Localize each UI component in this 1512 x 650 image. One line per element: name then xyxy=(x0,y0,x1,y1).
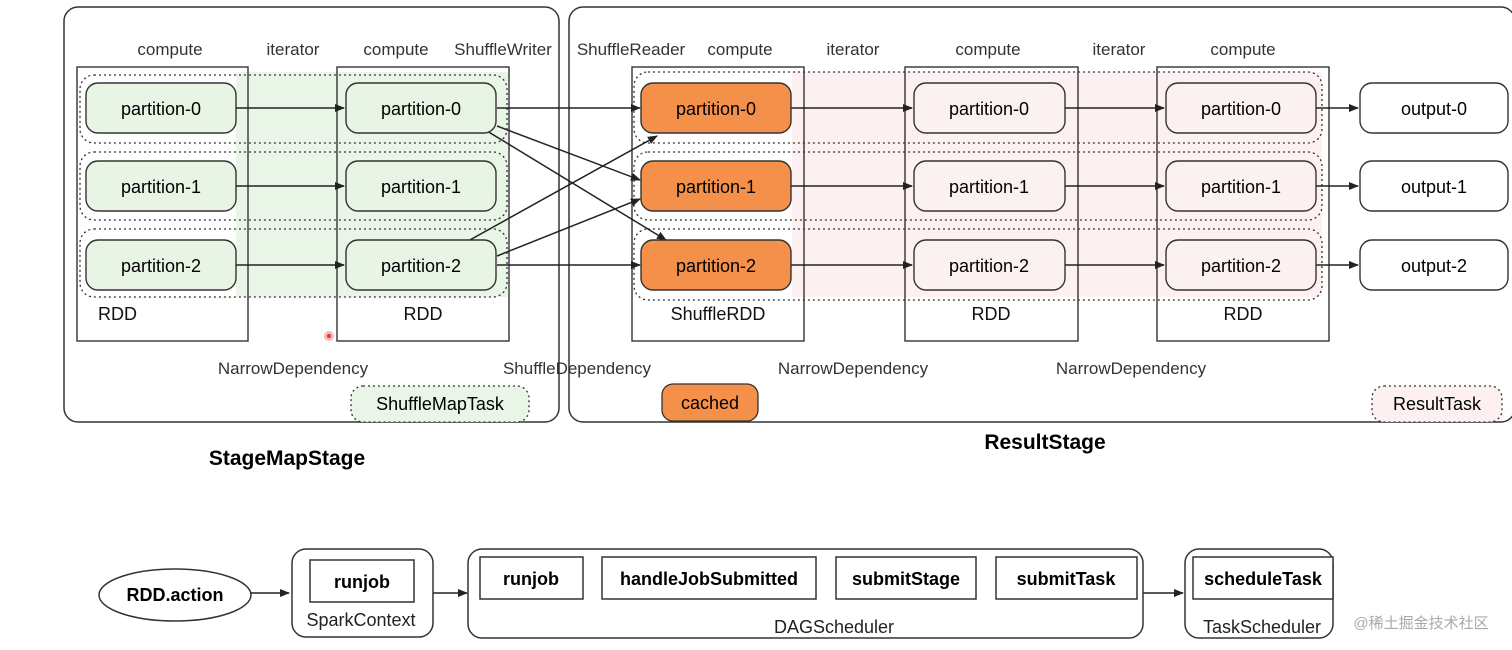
action-label: RDD.action xyxy=(126,585,223,605)
task-scheduler-box: scheduleTask TaskScheduler xyxy=(1184,548,1334,639)
runjob-method-box xyxy=(309,559,415,603)
output-node-1: output-1 xyxy=(1359,160,1509,212)
col-label-compute-4: compute xyxy=(955,40,1020,59)
output-label: output-0 xyxy=(1401,99,1467,119)
partition-label: partition-1 xyxy=(381,177,461,197)
rdd-box-3 xyxy=(904,66,1079,342)
partition-label: partition-1 xyxy=(676,177,756,197)
output-label: output-2 xyxy=(1401,256,1467,276)
partition-label: partition-2 xyxy=(121,256,201,276)
schedule-task-box xyxy=(1192,556,1334,600)
dag-method-runjob: runjob xyxy=(503,569,559,589)
narrow-dependency-label-1: NarrowDependency xyxy=(218,359,369,378)
partition-label: partition-0 xyxy=(949,99,1029,119)
narrow-dependency-label-3: NarrowDependency xyxy=(1056,359,1207,378)
action-node: RDD.action xyxy=(98,568,252,622)
rdd1-label: RDD xyxy=(98,304,137,324)
shuffle-dependency-label: ShuffleDependency xyxy=(503,359,652,378)
rdd2-label: RDD xyxy=(404,304,443,324)
rdd1-partition-1: partition-1 xyxy=(85,160,237,212)
rdd-box-2 xyxy=(336,66,510,342)
task-scheduler-method: scheduleTask xyxy=(1204,569,1323,589)
dag-scheduler-label: DAGScheduler xyxy=(774,617,894,637)
partition-label: partition-0 xyxy=(676,99,756,119)
partition-label: partition-1 xyxy=(949,177,1029,197)
partition-label: partition-1 xyxy=(1201,177,1281,197)
cached-label: cached xyxy=(681,393,739,413)
col-label-iterator-1: iterator xyxy=(267,40,320,59)
col-label-compute-2: compute xyxy=(363,40,428,59)
rdd3-label: RDD xyxy=(972,304,1011,324)
rdd1-partition-0: partition-0 xyxy=(85,82,237,134)
result-task-badge: ResultTask xyxy=(1371,385,1503,423)
spark-context-label: SparkContext xyxy=(306,610,415,630)
rdd2-partition-1: partition-1 xyxy=(345,160,497,212)
submit-stage-box xyxy=(835,556,977,600)
col-label-iterator-3: iterator xyxy=(1093,40,1146,59)
shuffle-map-task-label: ShuffleMapTask xyxy=(376,394,505,414)
rdd3-partition-1: partition-1 xyxy=(913,160,1066,212)
shuffle-rdd-partition-2: partition-2 xyxy=(640,239,792,291)
stage-map-title: StageMapStage xyxy=(209,447,365,470)
rdd4-partition-2: partition-2 xyxy=(1165,239,1317,291)
narrow-dependency-label-2: NarrowDependency xyxy=(778,359,929,378)
partition-label: partition-2 xyxy=(1201,256,1281,276)
partition-label: partition-2 xyxy=(949,256,1029,276)
output-node-2: output-2 xyxy=(1359,239,1509,291)
task-scheduler-label: TaskScheduler xyxy=(1203,617,1321,637)
output-node-0: output-0 xyxy=(1359,82,1509,134)
shuffle-rdd-partition-1: partition-1 xyxy=(640,160,792,212)
rdd3-partition-2: partition-2 xyxy=(913,239,1066,291)
stage-map-frame xyxy=(63,6,560,423)
partition-label: partition-1 xyxy=(121,177,201,197)
spark-context-box: runjob SparkContext xyxy=(291,548,434,638)
output-label: output-1 xyxy=(1401,177,1467,197)
col-label-shufflewriter: ShuffleWriter xyxy=(454,40,552,59)
partition-label: partition-0 xyxy=(1201,99,1281,119)
rdd-box-4 xyxy=(1156,66,1330,342)
rdd4-partition-0: partition-0 xyxy=(1165,82,1317,134)
col-label-iterator-2: iterator xyxy=(827,40,880,59)
result-stage-frame xyxy=(568,6,1512,423)
dag-method-submit-stage: submitStage xyxy=(852,569,960,589)
rdd2-partition-0: partition-0 xyxy=(345,82,497,134)
dag-runjob-box xyxy=(479,556,584,600)
handle-job-submitted-box xyxy=(601,556,817,600)
partition-label: partition-2 xyxy=(381,256,461,276)
rdd2-partition-2: partition-2 xyxy=(345,239,497,291)
rdd3-partition-0: partition-0 xyxy=(913,82,1066,134)
result-stage-title: ResultStage xyxy=(984,431,1105,454)
marker-dot-center xyxy=(327,334,331,338)
rdd4-label: RDD xyxy=(1224,304,1263,324)
col-label-compute-3: compute xyxy=(707,40,772,59)
partition-label: partition-2 xyxy=(676,256,756,276)
stage-map-row-groups xyxy=(79,74,508,298)
result-task-label: ResultTask xyxy=(1393,394,1482,414)
rdd1-partition-2: partition-2 xyxy=(85,239,237,291)
watermark: @稀土掘金技术社区 xyxy=(1353,615,1488,632)
shuffle-map-task-badge: ShuffleMapTask xyxy=(350,385,530,423)
partition-label: partition-0 xyxy=(121,99,201,119)
col-label-shufflereader: ShuffleReader xyxy=(577,40,686,59)
cached-badge: cached xyxy=(661,383,759,422)
rdd-box-1 xyxy=(76,66,249,342)
shuffle-rdd-label: ShuffleRDD xyxy=(671,304,766,324)
dag-scheduler-box: runjob handleJobSubmitted submitStage su… xyxy=(467,548,1144,639)
submit-task-box xyxy=(995,556,1138,600)
col-label-compute-1: compute xyxy=(137,40,202,59)
partition-label: partition-0 xyxy=(381,99,461,119)
shuffle-rdd-partition-0: partition-0 xyxy=(640,82,792,134)
col-label-compute-5: compute xyxy=(1210,40,1275,59)
dependency-arrows xyxy=(236,104,1359,269)
rdd4-partition-1: partition-1 xyxy=(1165,160,1317,212)
spark-context-method: runjob xyxy=(334,572,390,592)
dag-method-handle-job-submitted: handleJobSubmitted xyxy=(620,569,798,589)
dag-method-submit-task: submitTask xyxy=(1017,569,1117,589)
